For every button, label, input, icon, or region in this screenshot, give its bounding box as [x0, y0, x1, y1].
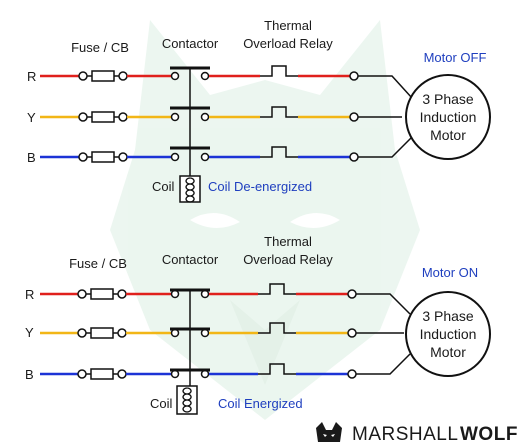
motor-label-line2: Induction	[420, 326, 477, 342]
phase-y-line	[40, 106, 402, 123]
fuse-icon	[90, 288, 114, 300]
coil-status-label: Coil De-energized	[208, 179, 312, 194]
phase-label-y: Y	[25, 325, 34, 340]
motor-label-line2: Induction	[420, 109, 477, 125]
phase-label-b: B	[25, 367, 34, 382]
fuse-icon	[90, 368, 114, 380]
motor-status-label: Motor OFF	[424, 50, 487, 65]
diagram-motor-on: Fuse / CB Contactor Thermal Overload Rel…	[25, 234, 491, 415]
motor-label-line1: 3 Phase	[422, 91, 474, 107]
fuse-icon	[91, 151, 115, 163]
motor-label-line1: 3 Phase	[422, 308, 474, 324]
motor-status-label: Motor ON	[422, 265, 478, 280]
contactor-label: Contactor	[162, 252, 219, 267]
wolf-head-icon	[316, 422, 342, 442]
phase-r-line	[40, 65, 413, 99]
motor-circle-icon	[405, 74, 491, 160]
diagram-motor-off: Fuse / CB Contactor Thermal Overload Rel…	[27, 18, 491, 203]
phase-b-line	[40, 353, 411, 380]
phase-label-y: Y	[27, 110, 36, 125]
phase-label-b: B	[27, 150, 36, 165]
brand-name-part1: MARSHALL	[352, 424, 458, 442]
contactor-label: Contactor	[162, 36, 219, 51]
fuse-icon	[90, 327, 114, 339]
coil-icon	[176, 385, 198, 415]
coil-label: Coil	[150, 396, 173, 411]
brand-logo: MARSHALL WOLF	[316, 422, 518, 442]
motor-circle-icon	[405, 291, 491, 377]
motor-label-line3: Motor	[430, 344, 466, 360]
fuse-icon	[91, 70, 115, 82]
coil-icon	[179, 175, 201, 203]
coil-status-label: Coil Energized	[218, 396, 303, 411]
brand-name-part2: WOLF	[460, 424, 518, 442]
fuse-cb-label: Fuse / CB	[71, 40, 129, 55]
phase-label-r: R	[27, 69, 36, 84]
fuse-cb-label: Fuse / CB	[69, 256, 127, 271]
relay-label-line1: Thermal	[264, 234, 312, 249]
relay-label-line1: Thermal	[264, 18, 312, 33]
wolf-watermark-icon	[110, 20, 420, 420]
fuse-icon	[91, 111, 115, 123]
relay-label-line2: Overload Relay	[243, 252, 333, 267]
phase-b-line	[40, 136, 413, 163]
relay-label-line2: Overload Relay	[243, 36, 333, 51]
contactor-open-icon	[170, 66, 210, 178]
contactor-closed-icon	[170, 288, 210, 388]
phase-y-line	[40, 322, 404, 339]
phase-r-line	[40, 283, 411, 315]
coil-label: Coil	[152, 179, 175, 194]
phase-label-r: R	[25, 287, 34, 302]
motor-label-line3: Motor	[430, 127, 466, 143]
